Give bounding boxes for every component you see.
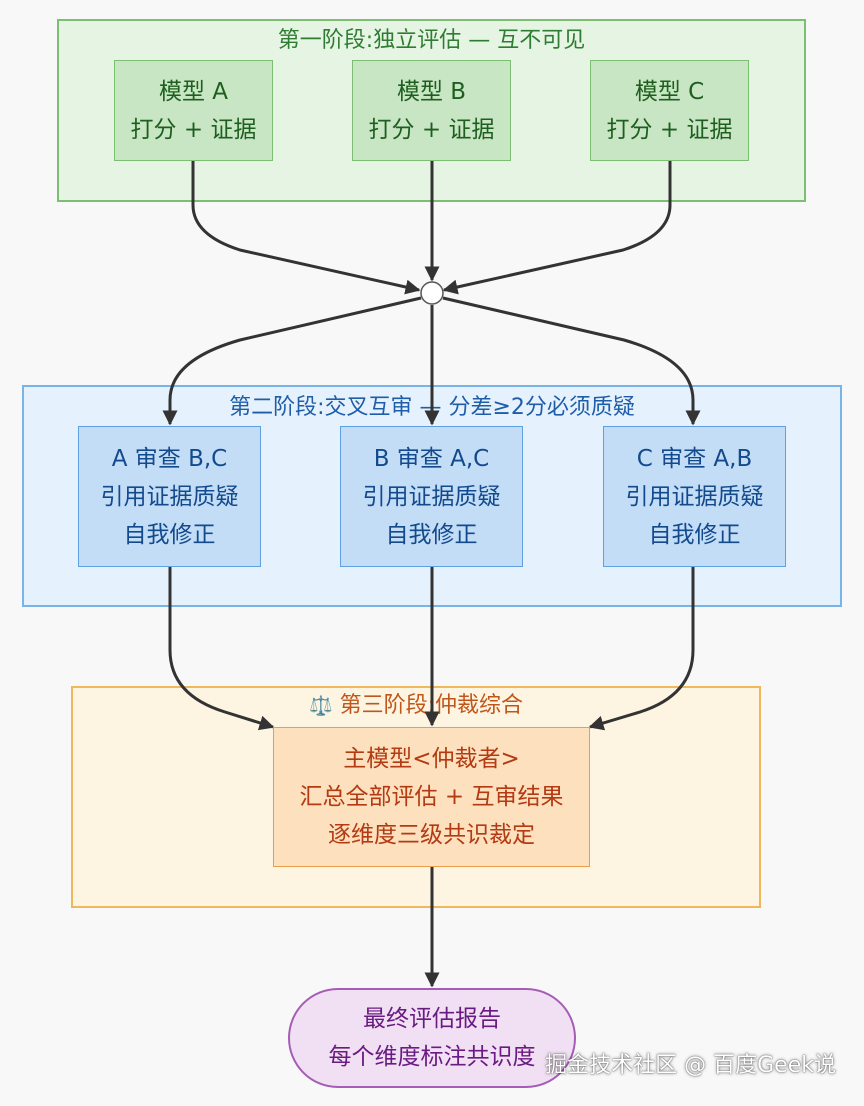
arbiter-line1: 主模型<仲裁者>	[343, 746, 520, 772]
final-line1: 最终评估报告	[363, 1006, 501, 1032]
model-a-node: 模型 A 打分 + 证据	[114, 60, 273, 161]
model-c-desc: 打分 + 证据	[606, 116, 733, 143]
review-a-line2: 引用证据质疑	[100, 483, 239, 510]
model-c-label: 模型 C	[634, 78, 705, 105]
watermark: 掘金技术社区 @ 百度Geek说	[545, 1053, 836, 1078]
model-a-label: 模型 A	[158, 78, 229, 105]
review-c-line2: 引用证据质疑	[625, 483, 764, 510]
edge-review-a-to-arbiter	[168, 567, 275, 731]
review-b-node: B 审查 A,C 引用证据质疑 自我修正	[340, 426, 523, 567]
review-c-node: C 审查 A,B 引用证据质疑 自我修正	[603, 426, 786, 567]
review-c-line3: 自我修正	[648, 521, 741, 548]
review-c-line1: C 审查 A,B	[636, 445, 753, 472]
model-a-desc: 打分 + 证据	[130, 116, 257, 143]
review-b-line2: 引用证据质疑	[362, 483, 501, 510]
review-b-line3: 自我修正	[385, 521, 478, 548]
arbiter-node: 主模型<仲裁者> 汇总全部评估 + 互审结果 逐维度三级共识裁定	[273, 727, 590, 867]
review-a-line3: 自我修正	[123, 521, 216, 548]
final-line2: 每个维度标注共识度	[328, 1044, 536, 1070]
edge-hub-to-review-a	[162, 296, 422, 426]
arbiter-line3: 逐维度三级共识裁定	[328, 822, 535, 848]
model-b-label: 模型 B	[396, 78, 467, 105]
junction-node	[420, 281, 444, 305]
model-b-desc: 打分 + 证据	[368, 116, 495, 143]
model-c-node: 模型 C 打分 + 证据	[590, 60, 749, 161]
edge-model-a-to-hub	[191, 161, 421, 295]
scales-icon: ⚖️	[308, 695, 333, 717]
edge-hub-to-review-c	[442, 296, 701, 426]
review-b-line1: B 审查 A,C	[373, 445, 490, 472]
arbiter-line2: 汇总全部评估 + 互审结果	[299, 784, 564, 810]
edge-review-c-to-arbiter	[588, 567, 695, 731]
model-b-node: 模型 B 打分 + 证据	[352, 60, 511, 161]
final-report-node: 最终评估报告 每个维度标注共识度	[288, 988, 576, 1088]
review-a-node: A 审查 B,C 引用证据质疑 自我修正	[78, 426, 261, 567]
review-a-line1: A 审查 B,C	[111, 445, 228, 472]
phase1-title: 第一阶段:独立评估 — 互不可见	[277, 28, 586, 53]
edge-model-c-to-hub	[442, 161, 672, 295]
